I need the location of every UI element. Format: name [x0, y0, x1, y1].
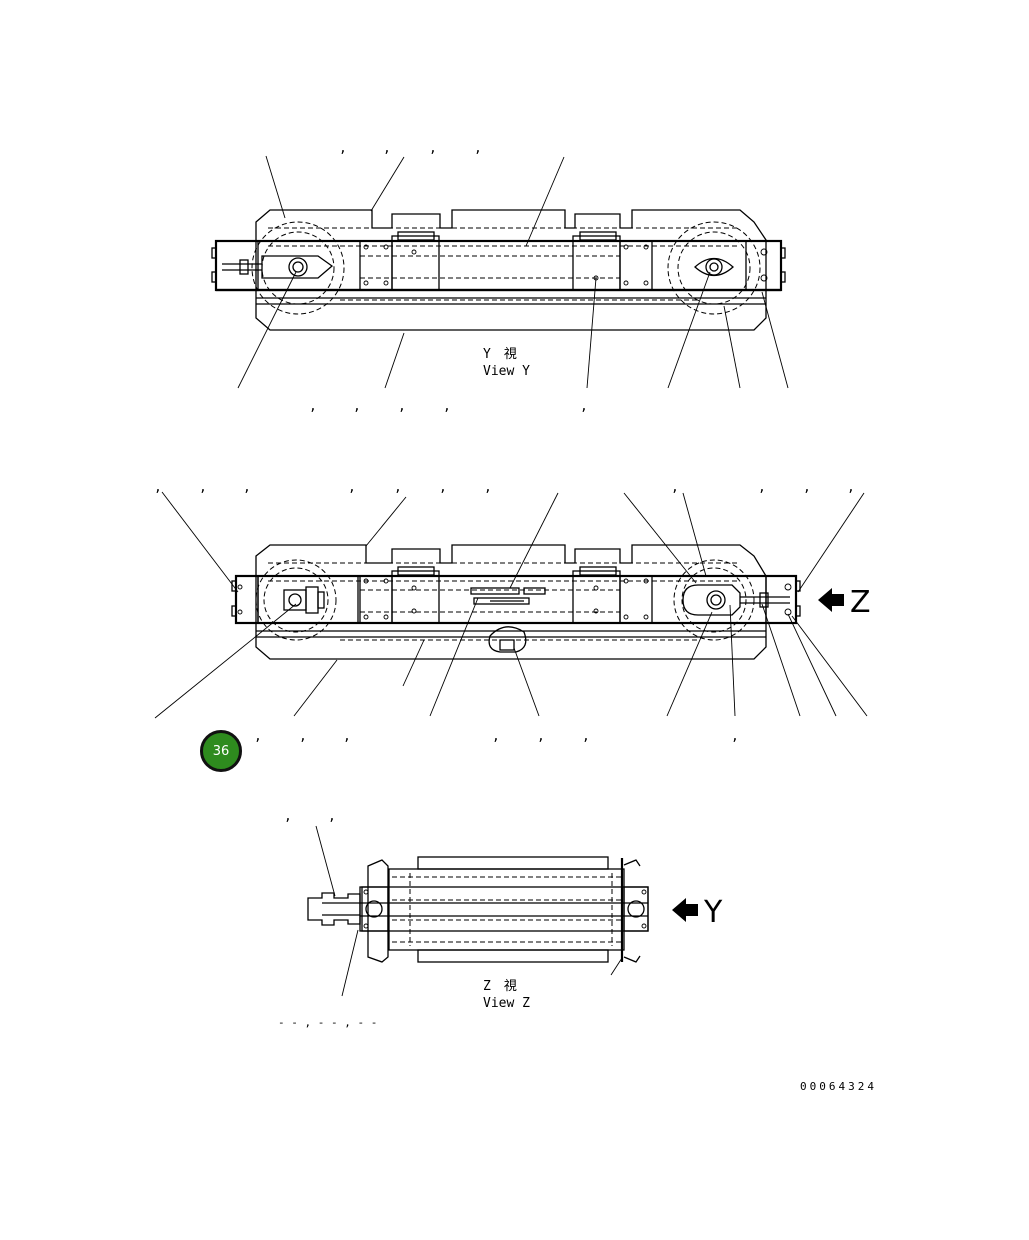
front-callout-16: ,	[537, 729, 545, 744]
front-callout-8: ,	[671, 480, 679, 495]
front-callout-11: ,	[847, 480, 855, 495]
page-badge-number: 36	[212, 743, 230, 759]
front-callout-10: ,	[803, 480, 811, 495]
drawing-number: 00064324	[800, 1080, 877, 1093]
front-callout-4: ,	[348, 480, 356, 495]
view-y-arrow-letter: Y	[703, 895, 723, 930]
view-z-arrow-letter: Z	[850, 585, 871, 620]
view-y-callout-5: ,	[309, 399, 317, 414]
view-y-jp-label: Y 視	[483, 347, 517, 362]
view-y-callout-8: ,	[443, 399, 451, 414]
front-callout-12: ,	[254, 729, 262, 744]
front-callout-1: ,	[154, 480, 162, 495]
view-z-bottom-callout: ‐ ‐ , ‐ ‐ , ‐ ‐	[278, 1016, 377, 1029]
front-callout-7: ,	[484, 480, 492, 495]
front-callout-14: ,	[343, 729, 351, 744]
view-z-jp-label: Z 視	[483, 979, 517, 994]
front-callout-6: ,	[439, 480, 447, 495]
view-y-callout-3: ,	[429, 141, 437, 156]
view-z-label: View Z	[483, 996, 530, 1011]
front-callout-13: ,	[299, 729, 307, 744]
front-callout-18: ,	[731, 729, 739, 744]
view-y-leader-lines	[237, 155, 789, 389]
view-y-assembly	[211, 209, 786, 331]
front-callout-15: ,	[492, 729, 500, 744]
view-y-callout-4: ,	[474, 141, 482, 156]
front-view-leader-lines	[154, 491, 868, 719]
view-y-callout-2: ,	[383, 141, 391, 156]
front-callout-17: ,	[582, 729, 590, 744]
front-callout-9: ,	[758, 480, 766, 495]
front-view-assembly	[231, 544, 801, 660]
view-y-label: View Y	[483, 364, 530, 379]
view-z-leader-lines	[315, 825, 623, 997]
left-arrow-icon	[672, 898, 698, 922]
left-arrow-icon	[818, 588, 844, 612]
front-view-bottom-callouts: , , , , , , ,	[254, 729, 739, 744]
page-badge-button[interactable]: 36	[200, 730, 242, 772]
front-callout-5: ,	[394, 480, 402, 495]
front-view-top-callouts: , , , , , , , , , , ,	[154, 480, 855, 495]
view-z-callout-2: ,	[328, 809, 336, 824]
view-y-callout-7: ,	[398, 399, 406, 414]
front-callout-3: ,	[243, 480, 251, 495]
view-z-assembly	[307, 856, 649, 963]
view-y-callout-1: ,	[339, 141, 347, 156]
view-z-callout-1: ,	[284, 809, 292, 824]
view-y-callout-6: ,	[353, 399, 361, 414]
view-y-callout-9: ,	[580, 399, 588, 414]
front-callout-2: ,	[199, 480, 207, 495]
